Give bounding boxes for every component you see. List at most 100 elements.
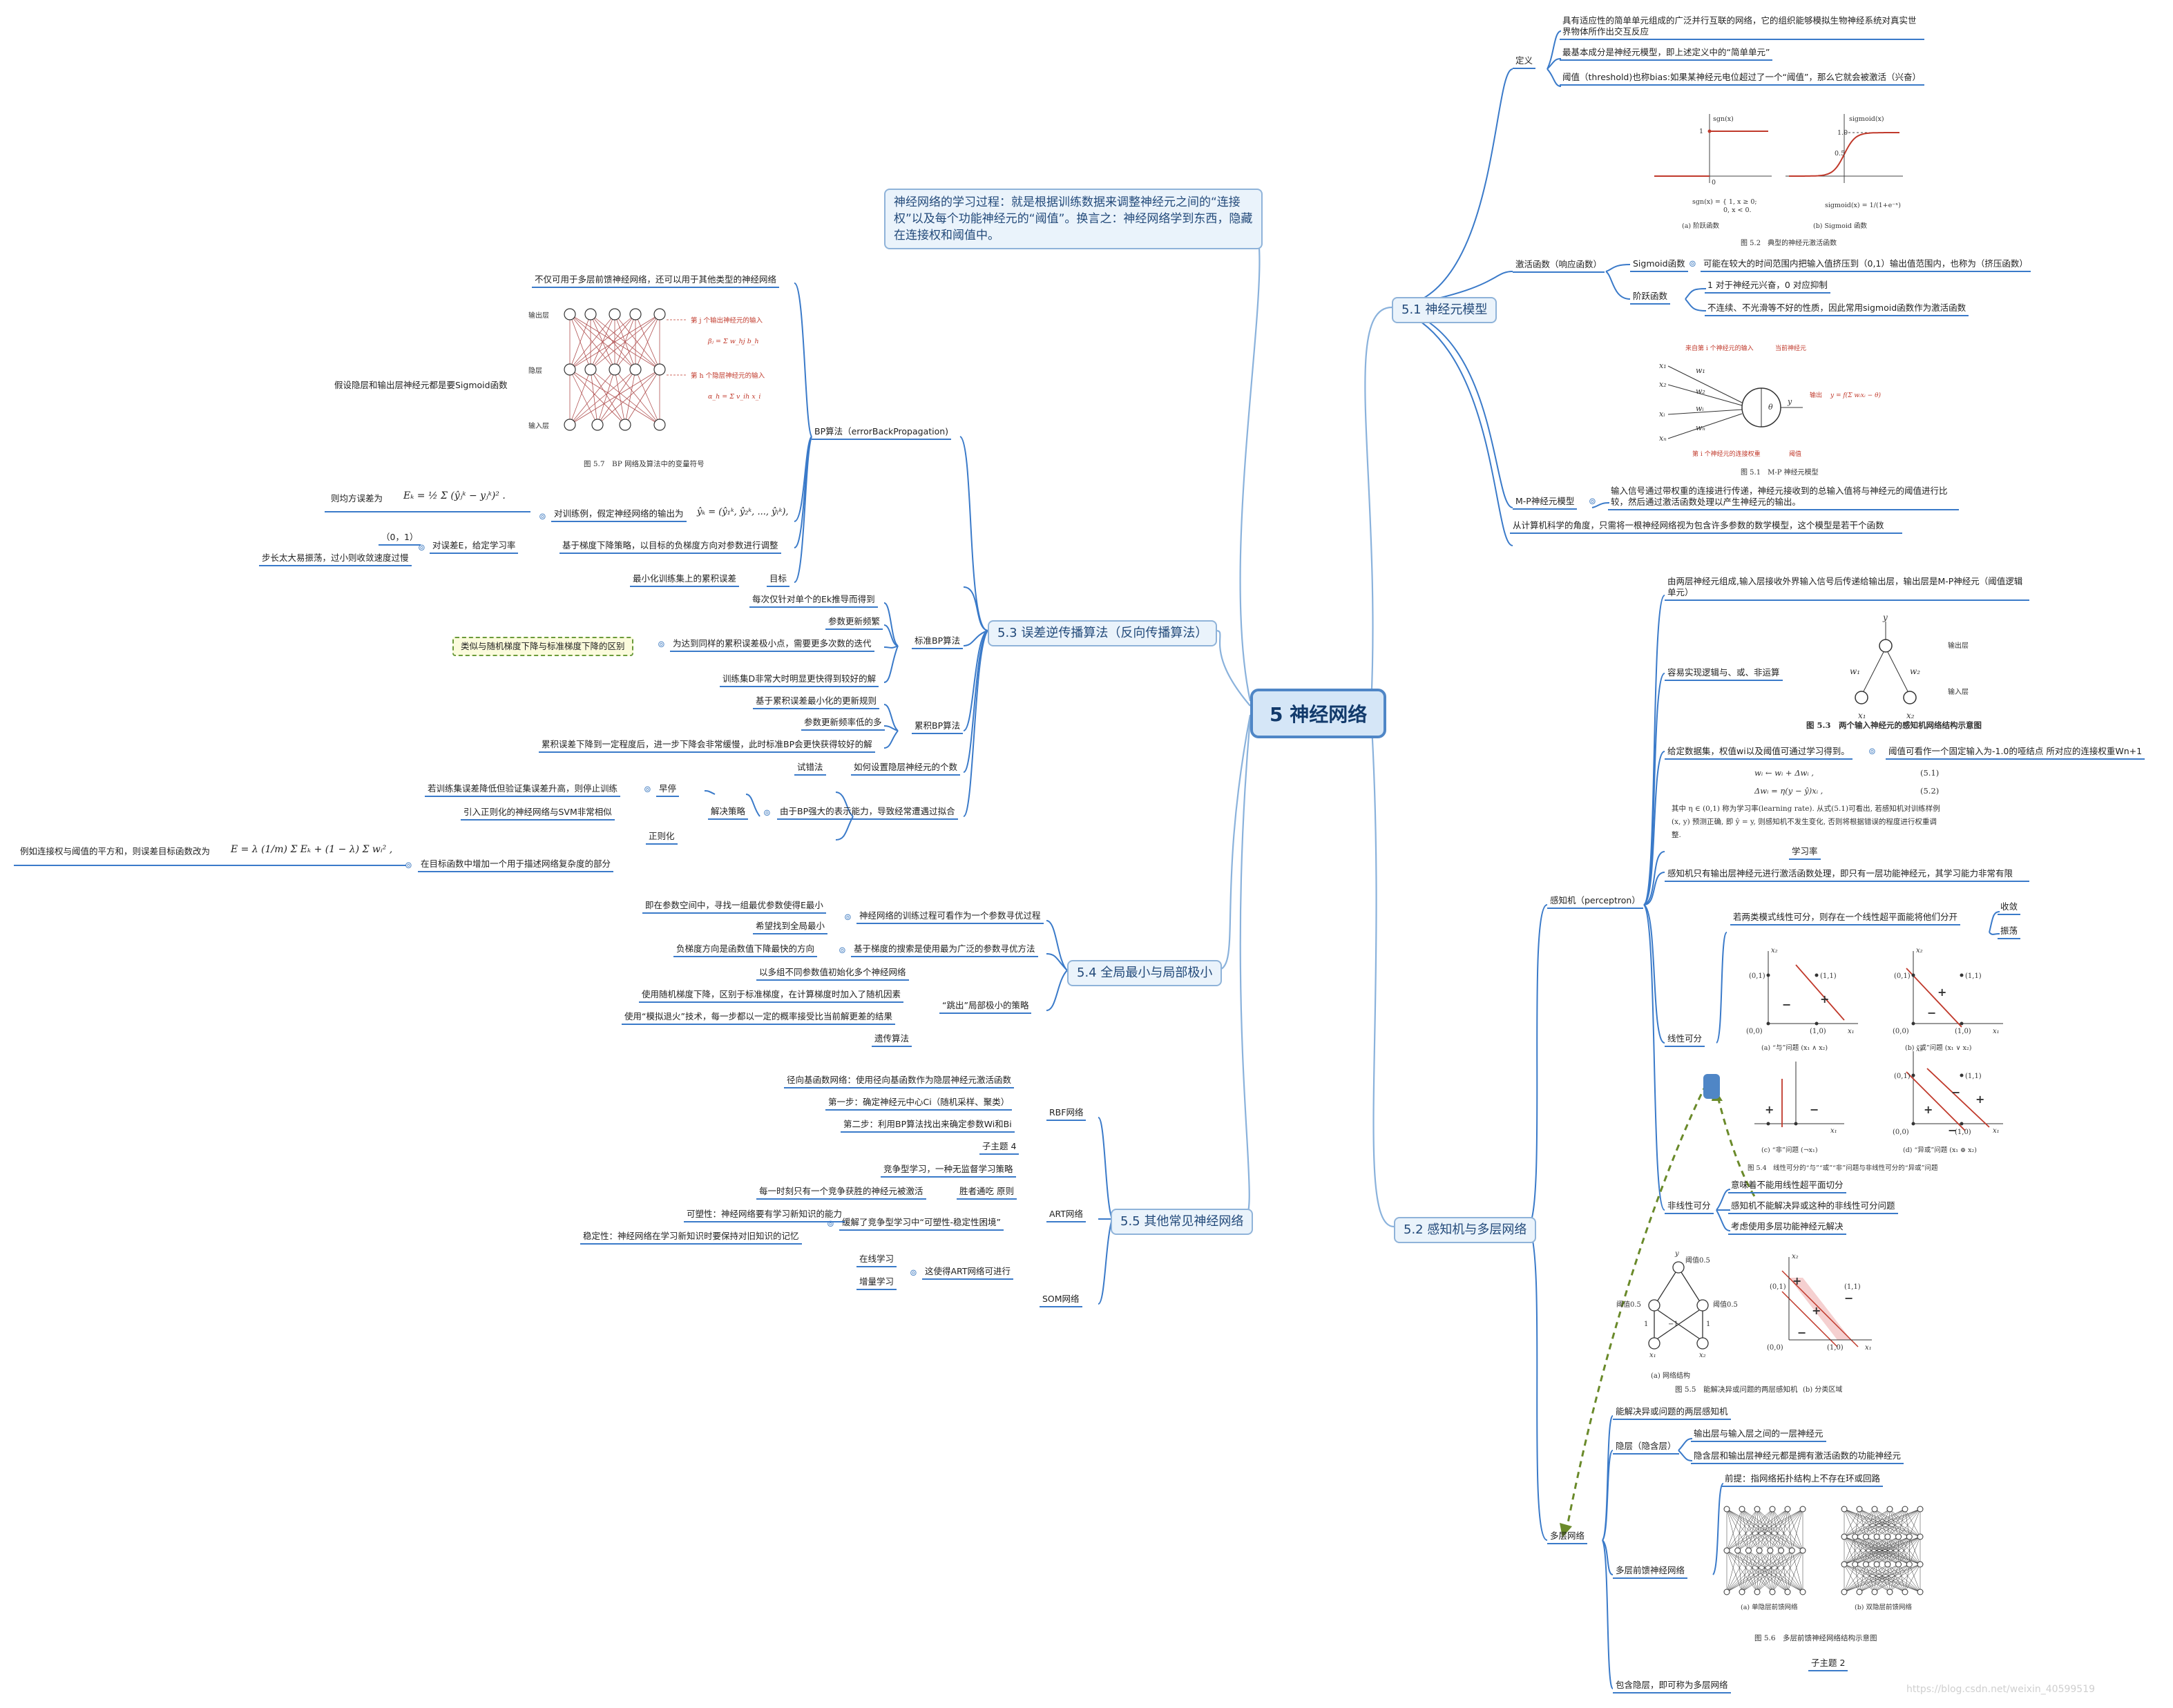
note-icon-sample[interactable]: ⊚	[539, 512, 546, 522]
topic-5-4[interactable]: 5.4 全局最小与局部极小	[1067, 960, 1223, 986]
nonlinear-item-1[interactable]: 意味着不能用线性超平面切分	[1728, 1180, 1846, 1193]
sigmoid-node[interactable]: Sigmoid函数	[1630, 258, 1688, 272]
art-plasticity[interactable]: 可塑性：神经网络要有学习新知识的能力	[684, 1209, 845, 1222]
regularization-desc[interactable]: 例如连接权与阈值的平方和，则误差目标函数改为	[20, 846, 211, 856]
note-icon-grad[interactable]: ⊚	[839, 946, 846, 956]
art-item-1[interactable]: 竞争型学习，一种无监督学习策略	[881, 1164, 1016, 1178]
nonlinear-item-3[interactable]: 考虑使用多层功能神经元解决	[1728, 1221, 1846, 1235]
standard-bp-item-3[interactable]: 为达到同样的累积误差极小点，需要更多次数的迭代	[670, 638, 874, 652]
hidden-layer-node[interactable]: 隐层（隐含层）	[1613, 1441, 1679, 1455]
goal-node[interactable]: 目标	[767, 573, 790, 587]
multilayer-item-1[interactable]: 能解决异或问题的两层感知机	[1613, 1406, 1731, 1420]
early-stop-node[interactable]: 早停	[656, 783, 680, 797]
note-icon[interactable]: ⊚	[1689, 259, 1696, 269]
definition-item-2[interactable]: 最基本成分是神经元模型，即上述定义中的“简单单元”	[1560, 47, 1773, 61]
mse-label[interactable]: 则均方误差为	[331, 493, 383, 503]
topic-5-2[interactable]: 5.2 感知机与多层网络	[1394, 1217, 1537, 1243]
perceptron-item-1[interactable]: 由两层神经元组成,输入层接收外界输入信号后传递给输出层，输出层是M-P神经元（阈…	[1665, 576, 2029, 601]
cumulative-bp-item-3[interactable]: 累积误差下降到一定程度后，进一步下降会非常缓慢，此时标准BP会更快获得较好的解	[539, 739, 875, 753]
early-stop-desc[interactable]: 若训练集误差降低但验证集误差升高，则停止训练	[425, 783, 621, 797]
nonlinear-node[interactable]: 非线性可分	[1665, 1200, 1714, 1214]
art-stability[interactable]: 稳定性：神经网络在学习新知识时要保持对旧知识的记忆	[580, 1231, 802, 1245]
perceptron-item-2[interactable]: 容易实现逻辑与、或、非运算	[1665, 667, 1783, 681]
mlff-node[interactable]: 多层前馈神经网络	[1613, 1565, 1688, 1579]
perceptron-node[interactable]: 感知机（perceptron）	[1547, 895, 1643, 909]
step-desc-1[interactable]: 1 对于神经元兴奋，0 对应抑制	[1705, 280, 1830, 294]
escape-item-2[interactable]: 使用随机梯度下降，区别于标准梯度，在计算梯度时加入了随机因素	[639, 989, 904, 1003]
rbf-item-2[interactable]: 第一步：确定神经元中心Ci（随机采样、聚类）	[825, 1097, 1013, 1111]
art-item-3[interactable]: 缓解了竞争型学习中“可塑性-稳定性困境”	[839, 1217, 1004, 1231]
escape-item-4[interactable]: 遗传算法	[872, 1033, 912, 1047]
escape-item-3[interactable]: 使用“模拟退火”技术，每一步都以一定的概率接受比当前解更差的结果	[622, 1011, 895, 1025]
mp-model-node[interactable]: M-P神经元模型	[1513, 496, 1578, 510]
multilayer-node[interactable]: 多层网络	[1547, 1531, 1588, 1544]
multilayer-item-last[interactable]: 包含隐层，即可称为多层网络	[1613, 1680, 1731, 1693]
hidden-units-node[interactable]: 如何设置隐层神经元的个数	[851, 762, 961, 776]
hidden-item-2[interactable]: 隐含层和输出层神经元都是拥有激活函数的功能神经元	[1691, 1450, 1904, 1464]
note-icon-overfit[interactable]: ⊚	[763, 808, 771, 818]
sgd-comparison-highlight[interactable]: 类似与随机梯度下降与标准梯度下降的区别	[452, 637, 633, 656]
cumulative-bp-item-2[interactable]: 参数更新频率低的多	[801, 717, 885, 731]
note-icon-reg[interactable]: ⊚	[405, 861, 412, 871]
escape-item-1[interactable]: 以多组不同参数值初始化多个神经网络	[756, 967, 909, 981]
cs-view-node[interactable]: 从计算机科学的角度，只需将一根神经网络视为包含许多参数的数学模型，这个模型是若干…	[1510, 520, 1902, 534]
nonlinear-item-2[interactable]: 感知机不能解决异或这种的非线性可分问题	[1728, 1200, 1898, 1214]
art-node[interactable]: ART网络	[1046, 1209, 1086, 1222]
online-learning[interactable]: 在线学习	[856, 1254, 897, 1267]
gradient-search[interactable]: 基于梯度的搜索是使用最为广泛的参数寻优方法	[851, 943, 1038, 957]
incremental-learning[interactable]: 增量学习	[856, 1276, 897, 1290]
note-icon-std[interactable]: ⊚	[658, 640, 665, 650]
note-icon-early[interactable]: ⊚	[644, 785, 651, 795]
overfit-node[interactable]: 由于BP强大的表示能力，导致经常遭遇过拟合	[777, 806, 958, 820]
cumulative-bp-node[interactable]: 累积BP算法	[912, 720, 964, 734]
rbf-item-4[interactable]: 子主题 4	[979, 1141, 1020, 1155]
standard-bp-item-2[interactable]: 参数更新频繁	[825, 616, 883, 630]
note-icon-art[interactable]: ⊚	[827, 1219, 834, 1229]
bp-node[interactable]: BP算法（errorBackPropagation)	[812, 426, 952, 440]
standard-bp-item-4[interactable]: 训练集D非常大时明显更快得到较好的解	[720, 673, 879, 687]
bp-general-use[interactable]: 不仅可用于多层前馈神经网络，还可以用于其他类型的神经网络	[532, 274, 780, 288]
perceptron-item-4[interactable]: 感知机只有输出层神经元进行激活函数处理，即只有一层功能神经元，其学习能力非常有限	[1665, 868, 2029, 882]
gradient-descent-node[interactable]: 基于梯度下降策略，以目标的负梯度方向对参数进行调整	[559, 540, 781, 554]
step-size-note[interactable]: 步长太大易振荡，过小则收敛速度过慢	[259, 553, 412, 566]
regularization-node[interactable]: 正则化	[646, 831, 678, 845]
som-node[interactable]: SOM网络	[1040, 1294, 1082, 1307]
art-winner-takes-all[interactable]: 每一时刻只有一个竞争获胜的神经元被激活	[756, 1186, 926, 1200]
learning-note[interactable]: 神经网络的学习过程：就是根据训练数据来调整神经元之间的“连接权”以及每个功能神经…	[884, 189, 1263, 249]
art-item-2[interactable]: 胜者通吃 原则	[957, 1186, 1017, 1200]
regularization-item-1[interactable]: 引入正则化的神经网络与SVM非常相似	[461, 807, 615, 821]
sigmoid-desc[interactable]: 可能在较大的时间范围内把输入值挤压到（0,1）输出值范围内，也称为（挤压函数）	[1701, 258, 2031, 272]
step-node[interactable]: 阶跃函数	[1630, 291, 1671, 305]
note-icon-opt[interactable]: ⊚	[844, 912, 852, 923]
note-icon-mp[interactable]: ⊚	[1589, 497, 1596, 507]
solve-strategy-node[interactable]: 解决策略	[708, 806, 749, 820]
note-icon-online[interactable]: ⊚	[910, 1268, 917, 1278]
optimization-sub-2[interactable]: 希望找到全局最小	[753, 921, 828, 934]
definition-node[interactable]: 定义	[1513, 55, 1536, 69]
learning-rate-node[interactable]: 学习率	[1789, 846, 1821, 860]
escape-local-min[interactable]: “跳出”局部极小的策略	[939, 1000, 1032, 1014]
note-icon-threshold[interactable]: ⊚	[1868, 747, 1876, 757]
linear-separable-node[interactable]: 线性可分	[1665, 1033, 1705, 1047]
oscillate-node[interactable]: 振荡	[1998, 925, 2021, 939]
definition-item-3[interactable]: 阈值（threshold)也称bias:如果某神经元电位超过了一个“阈值”，那么…	[1560, 72, 1924, 86]
note-icon-lr[interactable]: ⊚	[418, 543, 425, 553]
art-item-4[interactable]: 这使得ART网络可进行	[922, 1266, 1013, 1280]
standard-bp-item-1[interactable]: 每次仅针对单个的Ek推导而得到	[749, 594, 878, 608]
root-topic[interactable]: 5 神经网络	[1250, 689, 1387, 738]
sample-node[interactable]: 对训练例，假定神经网络的输出为	[551, 508, 687, 522]
standard-bp-node[interactable]: 标准BP算法	[912, 635, 964, 649]
step-desc-2[interactable]: 不连续、不光滑等不好的性质，因此常用sigmoid函数作为激活函数	[1705, 303, 1969, 316]
rbf-item-1[interactable]: 径向基函数网络：使用径向基函数作为隐层神经元激活函数	[784, 1075, 1015, 1088]
range-node[interactable]: （0，1）	[379, 532, 421, 546]
topic-5-3[interactable]: 5.3 误差逆传播算法（反向传播算法）	[988, 620, 1218, 646]
learning-rate-given[interactable]: 对误差E，给定学习率	[430, 540, 519, 554]
optimization-sub-1[interactable]: 即在参数空间中，寻找一组最优参数使得E最小	[642, 900, 826, 914]
topic-5-1[interactable]: 5.1 神经元模型	[1392, 297, 1497, 323]
bp-sigmoid-assumption[interactable]: 假设隐层和输出层神经元都是要Sigmoid函数	[334, 380, 508, 390]
mlff-premise[interactable]: 前提：指网络拓扑结构上不存在环或回路	[1722, 1473, 1884, 1487]
rbf-item-3[interactable]: 第二步：利用BP算法找出来确定参数Wi和Bi	[841, 1119, 1015, 1133]
cumulative-bp-item-1[interactable]: 基于累积误差最小化的更新规则	[753, 695, 880, 709]
rbf-node[interactable]: RBF网络	[1046, 1107, 1086, 1121]
converge-node[interactable]: 收敛	[1998, 901, 2021, 915]
